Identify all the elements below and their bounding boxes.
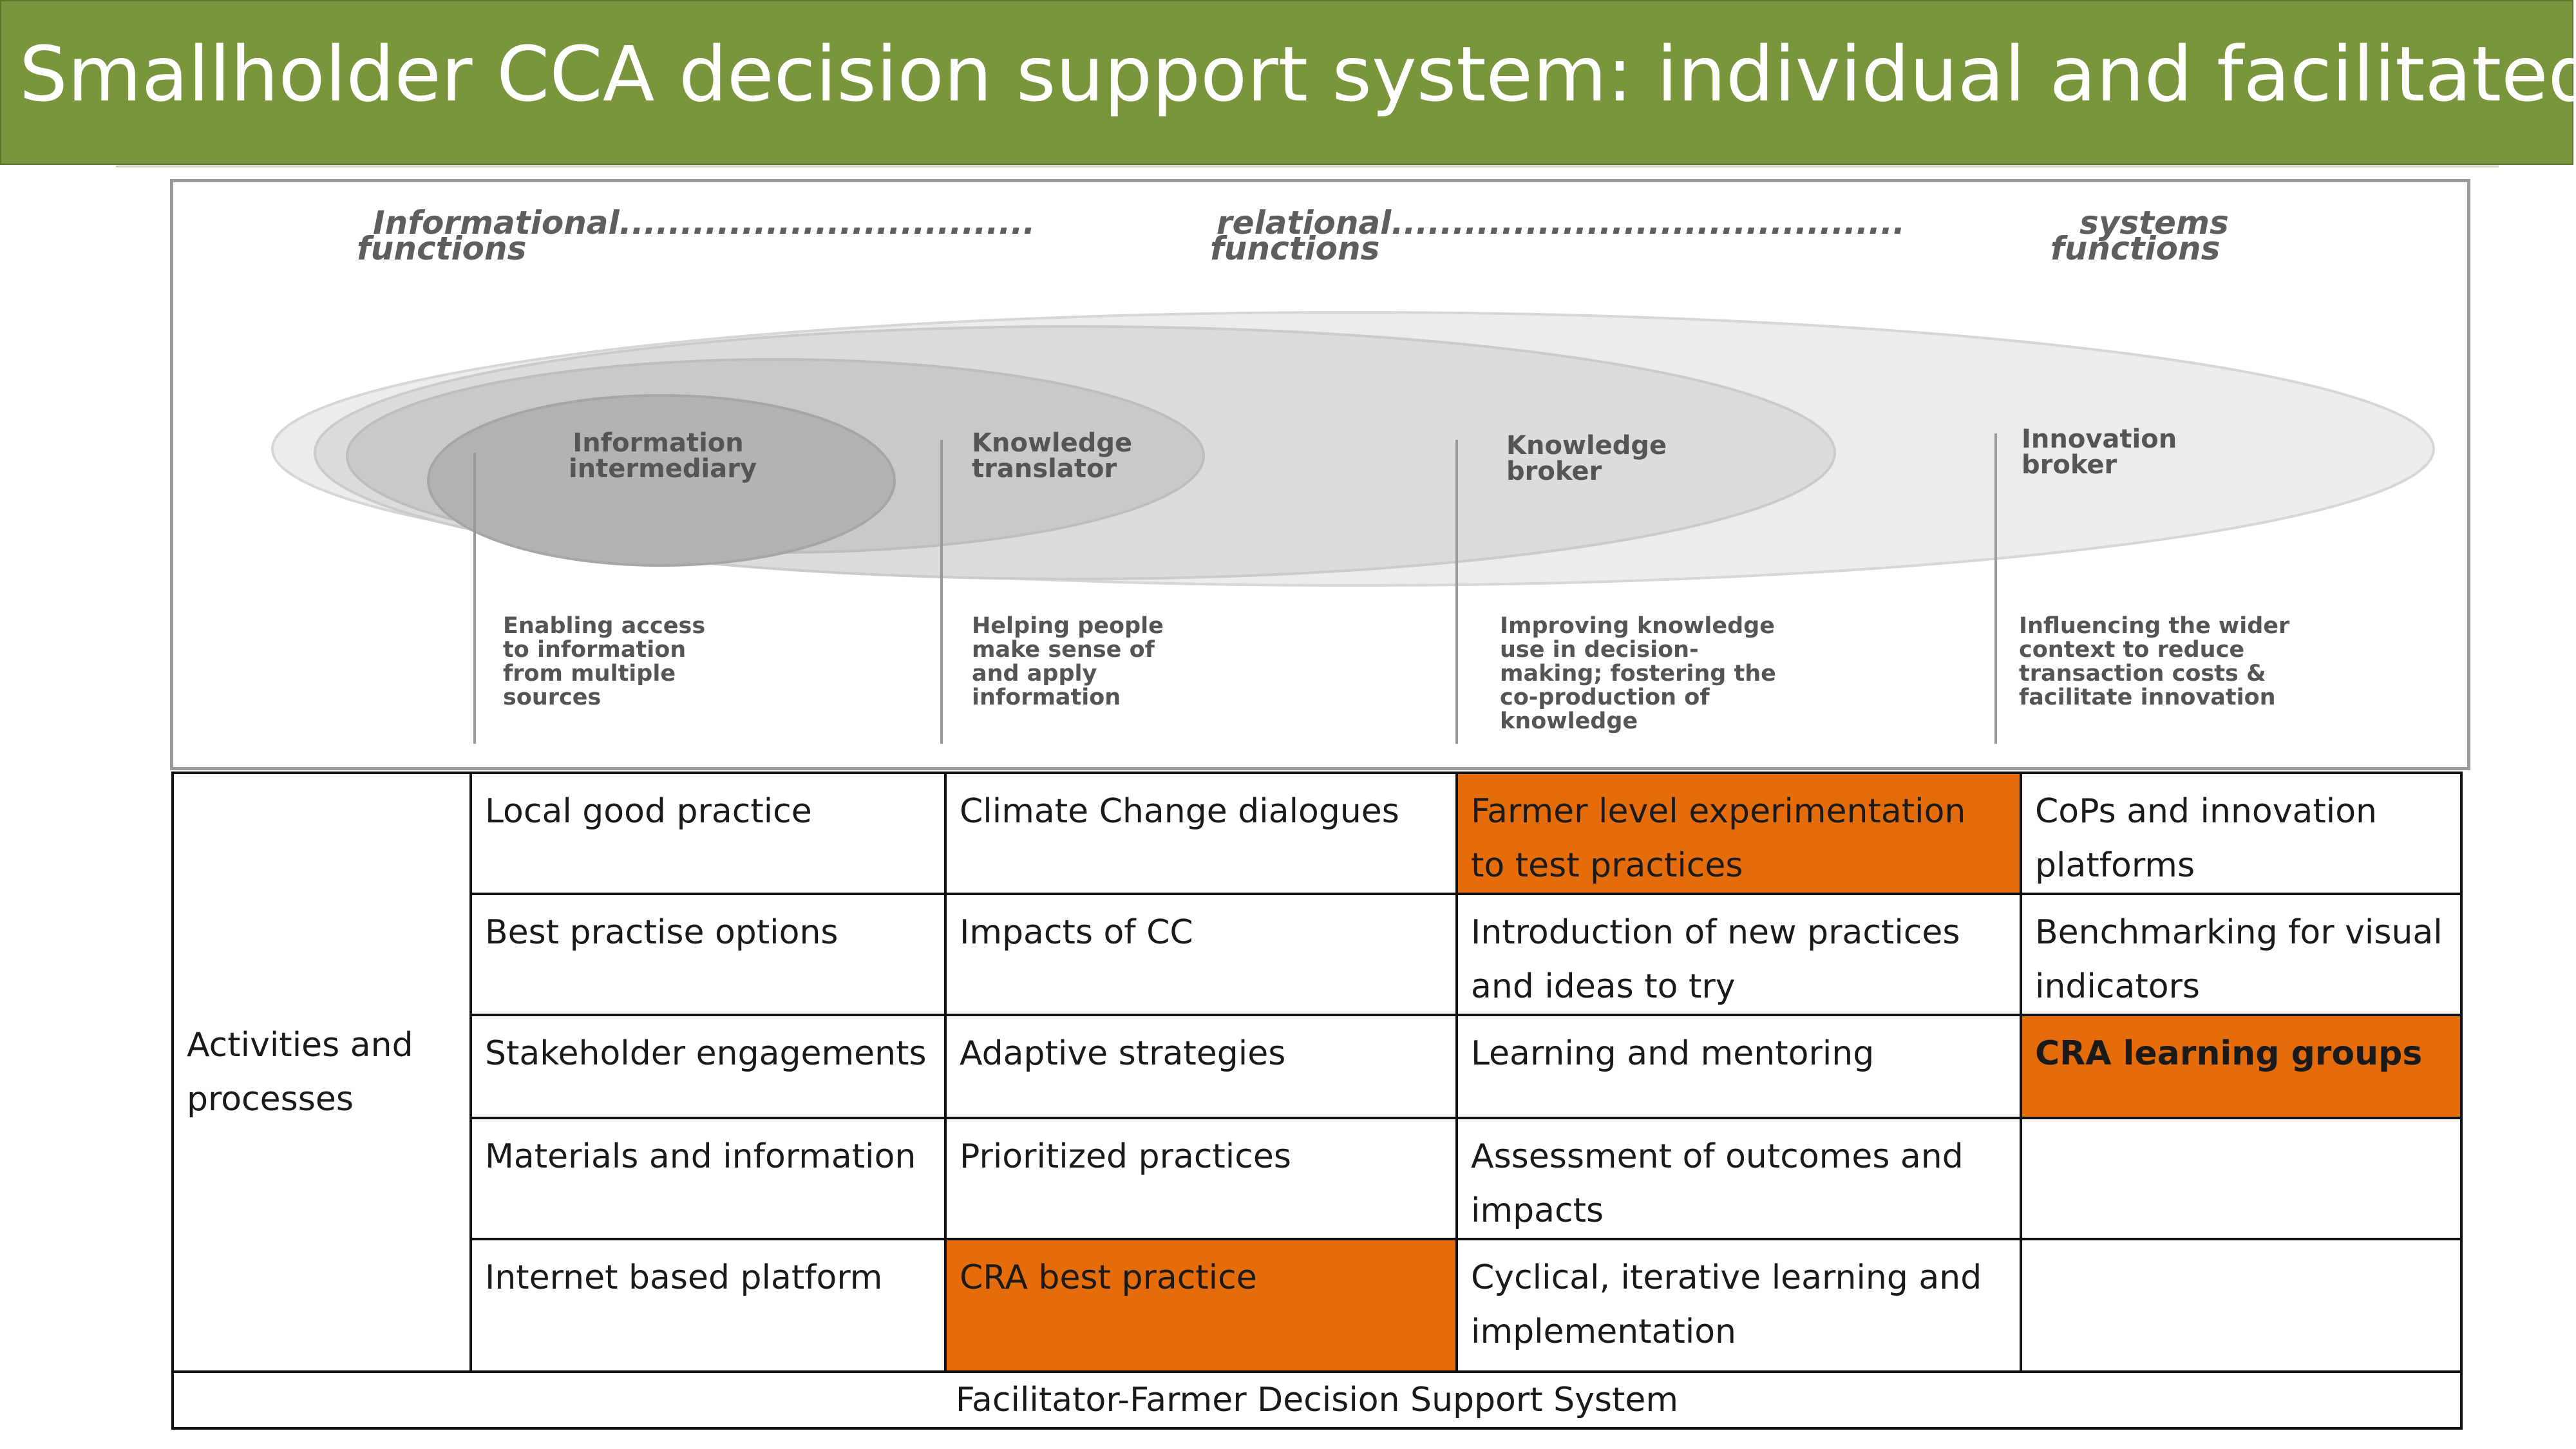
table-cell: Best practise options bbox=[469, 893, 947, 1016]
table-cell: Assessment of outcomes and impacts bbox=[1455, 1117, 2022, 1240]
functions-diagram-svg: Informational...........................… bbox=[271, 204, 2435, 744]
activities-table: Activities and processes Local good prac… bbox=[171, 772, 2463, 1430]
title-underline bbox=[116, 166, 2499, 167]
table-cell-highlighted: CRA best practice bbox=[944, 1238, 1458, 1373]
table-cell-highlighted: Farmer level experimentation to test pra… bbox=[1455, 772, 2022, 895]
systems-functions-label-line2: functions bbox=[2050, 230, 2220, 267]
table-row: Materials and information Prioritized pr… bbox=[173, 1117, 2463, 1240]
table-cell: Impacts of CC bbox=[944, 893, 1458, 1016]
description-knowledge-broker: Improving knowledge use in decision- mak… bbox=[1500, 613, 1784, 734]
description-information-intermediary: Enabling access to information from mult… bbox=[503, 613, 713, 710]
table-row: Best practise options Impacts of CC Intr… bbox=[173, 893, 2463, 1016]
table-cell: Materials and information bbox=[469, 1117, 947, 1240]
table-footer: Facilitator-Farmer Decision Support Syst… bbox=[171, 1370, 2463, 1430]
table-cell-highlighted: CRA learning groups bbox=[2020, 1014, 2463, 1119]
functions-diagram: Informational...........................… bbox=[170, 179, 2470, 770]
description-knowledge-translator: Helping people make sense of and apply i… bbox=[972, 613, 1171, 710]
table-cell: Internet based platform bbox=[469, 1238, 947, 1373]
role-information-intermediary: Information intermediary bbox=[569, 428, 757, 484]
table-cell: CoPs and innovation platforms bbox=[2020, 772, 2463, 895]
table-cell bbox=[2020, 1117, 2463, 1240]
role-knowledge-translator: Knowledge translator bbox=[972, 428, 1141, 484]
table-cell: Climate Change dialogues bbox=[944, 772, 1458, 895]
title-bar: Smallholder CCA decision support system:… bbox=[0, 0, 2576, 165]
role-innovation-broker: Innovation broker bbox=[2022, 424, 2186, 480]
description-innovation-broker: Influencing the wider context to reduce … bbox=[2019, 613, 2298, 710]
ellipse-intermediary bbox=[427, 394, 896, 567]
table-cell: Adaptive strategies bbox=[944, 1014, 1458, 1119]
table-cell: Stakeholder engagements bbox=[469, 1014, 947, 1119]
table-cell: Prioritized practices bbox=[944, 1117, 1458, 1240]
slide-title: Smallholder CCA decision support system:… bbox=[19, 30, 2576, 118]
relational-functions-label: relational..............................… bbox=[1217, 204, 1905, 242]
table-cell: Benchmarking for visual indicators bbox=[2020, 893, 2463, 1016]
informational-functions-label: Informational...........................… bbox=[373, 204, 1035, 242]
table-footer-row: Facilitator-Farmer Decision Support Syst… bbox=[171, 1370, 2463, 1430]
relational-functions-label-line2: functions bbox=[1210, 230, 1379, 267]
row-header-activities: Activities and processes bbox=[171, 772, 472, 1373]
informational-functions-label-line2: functions bbox=[357, 230, 526, 267]
table-cell bbox=[2020, 1238, 2463, 1373]
table-cell: Learning and mentoring bbox=[1455, 1014, 2022, 1119]
role-knowledge-broker: Knowledge broker bbox=[1506, 431, 1676, 486]
table-row: Internet based platform CRA best practic… bbox=[173, 1238, 2463, 1373]
table-cell: Cyclical, iterative learning and impleme… bbox=[1455, 1238, 2022, 1373]
table-cell: Introduction of new practices and ideas … bbox=[1455, 893, 2022, 1016]
table-row: Stakeholder engagements Adaptive strateg… bbox=[173, 1014, 2463, 1119]
table-row: Activities and processes Local good prac… bbox=[171, 772, 2463, 1373]
table-cell: Local good practice bbox=[469, 772, 947, 895]
systems-functions-label: systems bbox=[2079, 204, 2229, 242]
